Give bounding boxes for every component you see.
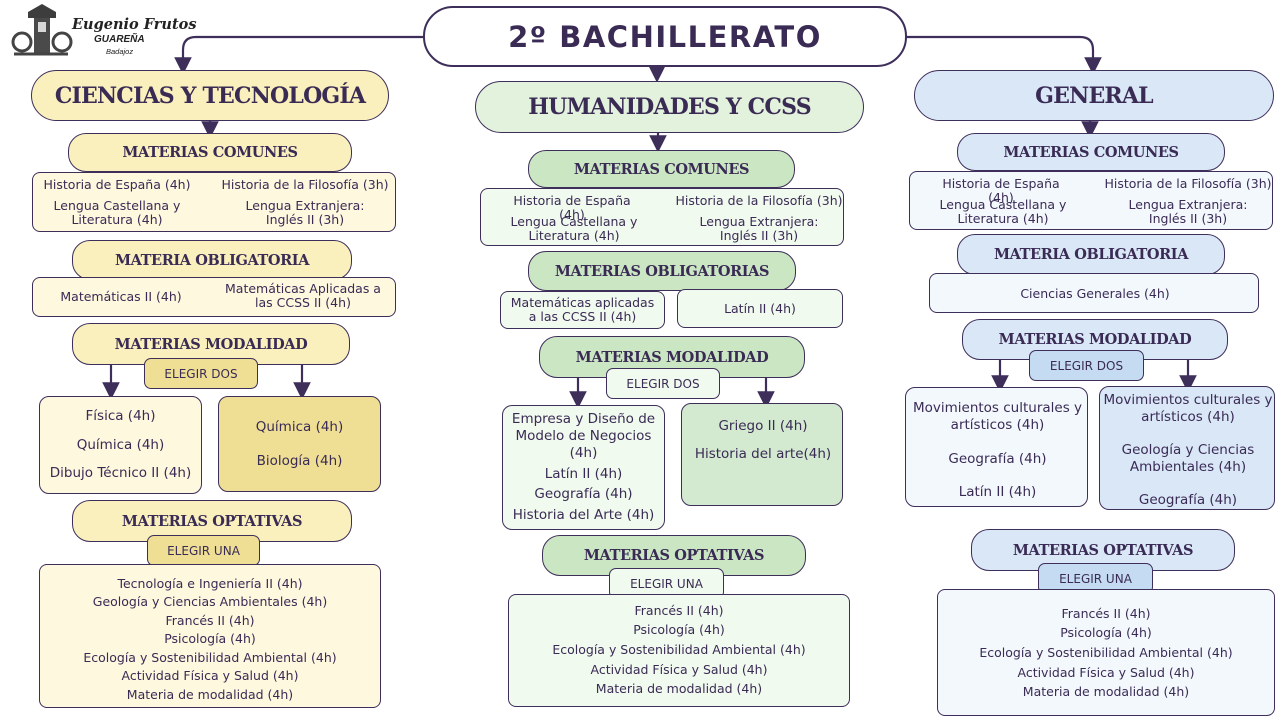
list-item: Matemáticas II (4h)	[60, 289, 182, 304]
ciencias-comunes-title: MATERIAS COMUNES	[68, 133, 352, 172]
ciencias-comunes-box: Historia de España (4h) Historia de la F…	[32, 172, 396, 232]
list-item: Actividad Física y Salud (4h)	[1017, 664, 1195, 680]
list-item: Lengua Castellana y Literatura (4h)	[53, 198, 181, 227]
list-item: Historia de España (4h)	[43, 177, 191, 192]
list-item: Ecología y Sostenibilidad Ambiental (4h)	[83, 649, 337, 665]
list-item: Latín II (4h)	[724, 301, 796, 316]
general-comunes-box: Historia de España (4h) Historia de la F…	[909, 171, 1273, 230]
logo-town: Badajoz	[106, 47, 134, 56]
humanidades-modalidad-right-box: Griego II (4h) Historia del arte(4h)	[681, 403, 843, 506]
ciencias-modalidad-left-box: Física (4h) Química (4h) Dibujo Técnico …	[39, 396, 202, 494]
list-item: Historia de España (4h)	[942, 176, 1060, 205]
list-item: Lengua Extranjera: Inglés II (3h)	[699, 214, 819, 243]
main-title: 2º BACHILLERATO	[423, 6, 907, 67]
list-item: Movimientos culturales y artísticos (4h)	[1103, 392, 1273, 425]
list-item: Química (4h)	[76, 436, 165, 453]
list-item: Física (4h)	[85, 408, 156, 425]
humanidades-modalidad-tag: ELEGIR DOS	[606, 368, 720, 399]
list-item: Francés II (4h)	[165, 612, 255, 628]
list-item: Ciencias Generales (4h)	[1020, 286, 1170, 301]
list-item: Actividad Física y Salud (4h)	[121, 668, 299, 683]
arrow-to-ciencias	[174, 35, 424, 75]
list-item: Francés II (4h)	[1061, 605, 1151, 621]
general-modalidad-tag: ELEGIR DOS	[1029, 350, 1144, 381]
ciencias-optativas-box: Tecnología e Ingeniería II (4h) Geología…	[39, 564, 381, 708]
humanidades-modalidad-left-box: Empresa y Diseño de Modelo de Negocios (…	[502, 405, 665, 530]
general-optativas-box: Francés II (4h) Psicología (4h) Ecología…	[937, 589, 1275, 716]
list-item: Movimientos culturales y artísticos (4h)	[912, 400, 1083, 433]
list-item: Matemáticas Aplicadas a las CCSS II (4h)	[225, 281, 381, 310]
list-item: Historia de la Filosofía (3h)	[675, 193, 843, 208]
list-item: Latín II (4h)	[958, 484, 1037, 500]
logo-name: Eugenio Frutos	[72, 16, 197, 33]
list-item: Griego II (4h)	[718, 418, 808, 434]
list-item: Historia de la Filosofía (3h)	[1104, 176, 1272, 191]
general-obligatoria-box: Ciencias Generales (4h)	[929, 273, 1259, 313]
general-modalidad-left-box: Movimientos culturales y artísticos (4h)…	[905, 387, 1088, 507]
list-item: Empresa y Diseño de Modelo de Negocios (…	[511, 411, 656, 462]
arrow-to-general	[906, 35, 1102, 75]
ciencias-modalidad-tag: ELEGIR DOS	[144, 358, 258, 389]
list-item: Lengua Castellana y Literatura (4h)	[510, 214, 638, 243]
list-item: Ecología y Sostenibilidad Ambiental (4h)	[552, 641, 806, 657]
list-item: Historia de España (4h)	[513, 193, 631, 222]
list-item: Geología y Ciencias Ambientales (4h)	[1121, 442, 1255, 475]
humanidades-obligatorias-right-box: Latín II (4h)	[677, 289, 843, 328]
list-item: Materia de modalidad (4h)	[595, 681, 763, 697]
list-item: Psicología (4h)	[164, 631, 256, 646]
list-item: Tecnología e Ingeniería II (4h)	[117, 575, 303, 591]
general-obligatoria-title: MATERIA OBLIGATORIA	[957, 234, 1225, 275]
list-item: Ecología y Sostenibilidad Ambiental (4h)	[979, 644, 1233, 660]
main-title-text: 2º BACHILLERATO	[508, 19, 822, 54]
list-item: Geografía (4h)	[1138, 492, 1238, 508]
list-item: Historia de la Filosofía (3h)	[221, 177, 389, 192]
humanidades-comunes-title: MATERIAS COMUNES	[528, 150, 795, 188]
list-item: Biología (4h)	[256, 452, 343, 469]
ciencias-obligatoria-title: MATERIA OBLIGATORIA	[72, 240, 352, 280]
list-item: Geología y Ciencias Ambientales (4h)	[92, 594, 328, 609]
list-item: Dibujo Técnico II (4h)	[49, 464, 192, 481]
list-item: Geografía (4h)	[948, 451, 1047, 467]
list-item: Actividad Física y Salud (4h)	[590, 661, 768, 677]
list-item: Lengua Extranjera: Inglés II (3h)	[1128, 197, 1248, 226]
school-logo: Eugenio Frutos GUAREÑA Badajoz	[8, 4, 196, 60]
list-item: Química (4h)	[255, 418, 344, 435]
humanidades-obligatorias-left-box: Matemáticas aplicadas a las CCSS II (4h)	[500, 291, 665, 329]
list-item: Psicología (4h)	[1060, 625, 1152, 641]
list-item: Historia del Arte (4h)	[512, 506, 655, 523]
logo-school: GUAREÑA	[94, 34, 145, 45]
list-item: Matemáticas aplicadas a las CCSS II (4h)	[510, 295, 655, 324]
general-title: GENERAL	[914, 70, 1274, 121]
logo-emblem-icon	[11, 4, 73, 56]
humanidades-comunes-box: Historia de España (4h) Historia de la F…	[480, 188, 844, 246]
list-item: Materia de modalidad (4h)	[126, 686, 294, 702]
ciencias-modalidad-right-box: Química (4h) Biología (4h)	[218, 396, 381, 492]
general-modalidad-right-box: Movimientos culturales y artísticos (4h)…	[1099, 386, 1275, 510]
list-item: Lengua Castellana y Literatura (4h)	[939, 197, 1067, 226]
ciencias-obligatoria-box: Matemáticas II (4h) Matemáticas Aplicada…	[32, 277, 396, 317]
general-comunes-title: MATERIAS COMUNES	[957, 133, 1225, 171]
humanidades-title: HUMANIDADES Y CCSS	[475, 81, 864, 133]
list-item: Lengua Extranjera: Inglés II (3h)	[245, 198, 365, 227]
ciencias-title: CIENCIAS Y TECNOLOGÍA	[31, 70, 389, 121]
list-item: Latín II (4h)	[544, 465, 623, 482]
humanidades-optativas-box: Francés II (4h) Psicología (4h) Ecología…	[508, 594, 850, 707]
list-item: Francés II (4h)	[634, 602, 724, 618]
ciencias-optativas-tag: ELEGIR UNA	[147, 535, 260, 566]
list-item: Historia del arte(4h)	[694, 446, 832, 462]
list-item: Geografía (4h)	[534, 486, 633, 503]
general-optativas-tag: ELEGIR UNA	[1038, 563, 1153, 594]
list-item: Materia de modalidad (4h)	[1022, 684, 1190, 700]
humanidades-obligatorias-title: MATERIAS OBLIGATORIAS	[528, 251, 796, 291]
list-item: Psicología (4h)	[633, 622, 725, 638]
